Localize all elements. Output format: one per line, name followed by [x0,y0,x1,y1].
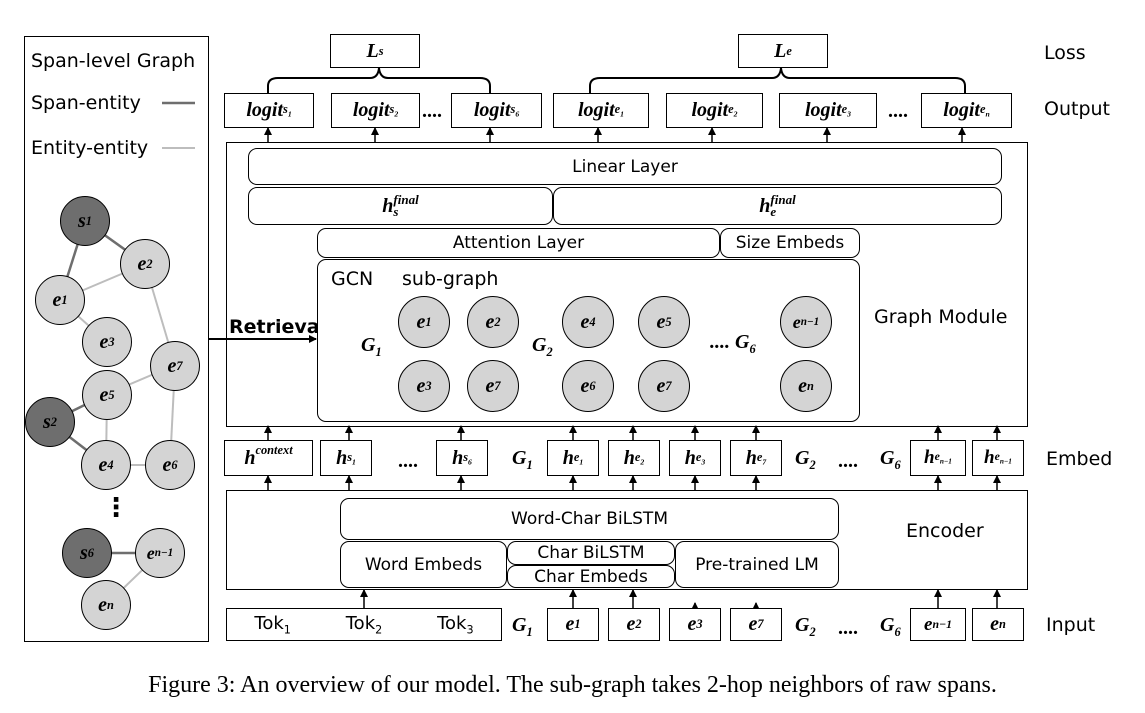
pretrained-lm: Pre-trained LM [675,541,839,588]
output-dots-spans: .... [422,100,442,122]
encoder-frame [226,490,1028,590]
char-embeds: Char Embeds [507,565,675,588]
size-embeds: Size Embeds [720,228,860,258]
legend-entity-entity: Entity-entity [31,137,149,159]
input-g1: G1 [512,614,533,639]
subgraph-label: sub-graph [402,268,499,290]
embed-dots-spans: .... [398,450,418,472]
row-label-input: Input [1046,614,1096,636]
graph-vertical-dots: ⋮ [103,493,129,523]
row-label-output: Output [1044,98,1110,120]
word-char-bilstm: Word-Char BiLSTM [340,498,839,540]
gcn-g2: G2 [532,334,553,359]
input-tokens: Tok1 Tok2 Tok3 [226,608,502,641]
char-bilstm: Char BiLSTM [507,541,675,565]
embed-g1: G1 [512,447,533,472]
row-label-loss: Loss [1044,42,1086,64]
graph-module-frame [226,142,1028,427]
input-g6: G6 [880,614,901,639]
input-dots: .... [838,617,858,639]
retrieval-label: Retrieval [229,316,327,338]
figure-caption: Figure 3: An overview of our model. The … [148,672,997,698]
embed-dots-entities: .... [838,450,858,472]
legend-title: Span-level Graph [31,50,196,72]
row-label-embed: Embed [1046,448,1113,470]
encoder-label: Encoder [906,520,984,542]
gcn-label: GCN [331,268,374,290]
output-dots-entities: .... [888,100,908,122]
graph-module-label: Graph Module [874,306,1008,328]
attention-layer: Attention Layer [317,228,720,258]
legend-span-entity: Span-entity [31,92,141,114]
gcn-g1: G1 [361,334,382,359]
gcn-dots-g6: .... G6 [710,331,756,356]
embed-g6: G6 [880,447,901,472]
input-g2: G2 [795,614,816,639]
span-level-graph-panel [24,36,209,642]
embed-g2: G2 [795,447,816,472]
word-embeds: Word Embeds [340,541,507,588]
linear-layer: Linear Layer [248,148,1002,185]
